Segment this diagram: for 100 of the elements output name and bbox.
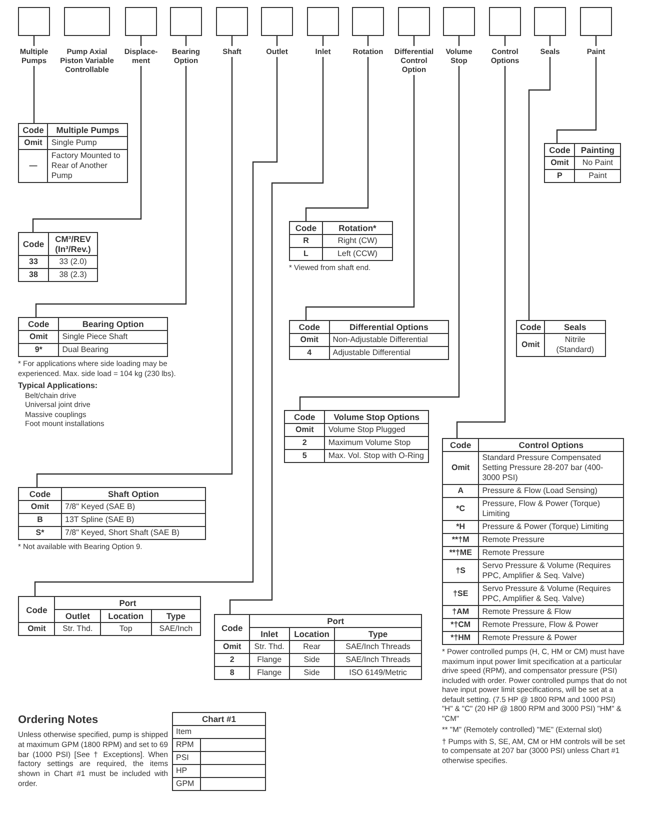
table-cell: Omit (18, 500, 62, 514)
option-table (18, 123, 128, 183)
header-cell: Code (214, 614, 250, 640)
table-cell: Omit (18, 622, 55, 636)
table-cell: HP (172, 764, 200, 778)
leader-line (32, 36, 142, 232)
table-cell: Item (172, 726, 266, 738)
leader-line (305, 36, 415, 320)
table-cell: Side (289, 654, 335, 666)
table-cell: Remote Pressure (478, 534, 624, 546)
header-cell: Code (18, 318, 59, 330)
header-cell: Code (290, 320, 330, 334)
header-cell: Painting (574, 144, 620, 156)
table-cell: Pressure & Flow (Load Sensing) (478, 484, 624, 498)
table-cell: — (18, 150, 48, 182)
option-table (442, 438, 624, 645)
leader-line (229, 36, 324, 614)
table-cell: 2 (214, 654, 250, 666)
table-cell: Omit (18, 330, 59, 344)
table-cell: Right (CW) (322, 234, 392, 248)
table-cell: SAE/Inch Threads (334, 654, 422, 666)
table-cell: **†ME (442, 546, 479, 560)
header-cell: Type (334, 628, 422, 640)
table-cell: Omit (516, 334, 545, 356)
table-cell: Single Piece Shaft (58, 330, 168, 344)
code-box (307, 7, 339, 36)
header-cell: Code (18, 124, 48, 136)
header-cell: Bearing Option (58, 318, 168, 330)
table-cell: Omit (544, 156, 575, 170)
option-table (516, 320, 606, 357)
table-cell: ISO 6149/Metric (334, 666, 422, 680)
option-table (18, 596, 201, 636)
table-cell: Omit (284, 424, 325, 436)
code-box (64, 7, 110, 36)
table-cell: 38 (18, 268, 49, 282)
header-cell: Shaft Option (62, 488, 206, 500)
code-box (534, 7, 566, 36)
table-cell: 13T Spline (SAE B) (62, 514, 206, 526)
code-box (443, 7, 475, 36)
header-cell: Differential Options (329, 320, 448, 334)
table-cell: Single Pump (48, 136, 128, 150)
section-heading: Ordering Notes (18, 714, 100, 726)
table-cell: Top (100, 622, 152, 636)
table-cell: L (290, 248, 322, 260)
leader-line (528, 36, 551, 320)
table-cell: GPM (172, 778, 200, 790)
table-cell: No Paint (574, 156, 620, 170)
table-cell: Omit (290, 334, 330, 346)
table-cell: Flange (250, 654, 290, 666)
code-box (261, 7, 293, 36)
code-box (216, 7, 248, 36)
header-cell: Chart #1 (172, 712, 266, 726)
header-cell: Rotation* (322, 222, 392, 234)
table-cell: **†M (442, 534, 479, 546)
header-cell: Volume Stop Options (324, 410, 428, 424)
leader-line (35, 36, 187, 317)
table-cell: 2 (284, 436, 325, 450)
table-cell: Str. Thd. (54, 622, 100, 636)
table-cell: Maximum Volume Stop (324, 436, 428, 450)
header-cell: Type (151, 610, 200, 622)
leader-line (456, 36, 506, 438)
header-cell: Location (289, 628, 335, 640)
table-cell: 5 (284, 450, 325, 462)
table-cell: RPM (172, 738, 200, 752)
table-cell: Remote Pressure, Flow & Power (478, 618, 624, 632)
code-box (580, 7, 612, 36)
leader-line (36, 36, 233, 487)
table-cell: SAE/Inch Threads (334, 640, 422, 654)
code-box (489, 7, 521, 36)
leader-line (305, 36, 369, 221)
leader-line (34, 36, 278, 596)
header-cell: Port (250, 614, 422, 628)
table-cell: Dual Bearing (58, 344, 168, 356)
header-cell: Code (516, 320, 545, 334)
table-cell: Max. Vol. Stop with O-Ring (324, 450, 428, 462)
code-box (352, 7, 384, 36)
table-cell: Omit (214, 640, 250, 654)
table-cell: Pressure, Flow & Power (Torque) Limiting (478, 498, 624, 520)
header-cell: Seals (544, 320, 606, 334)
header-cell: Code (18, 488, 62, 500)
table-cell: 33 (18, 256, 49, 268)
option-table (544, 143, 621, 183)
option-table (172, 712, 266, 791)
table-cell: 8 (214, 666, 250, 680)
header-cell: Code (284, 410, 325, 424)
table-cell: B (18, 514, 62, 526)
option-table (289, 221, 393, 261)
option-table (18, 232, 98, 282)
table-cell: 7/8" Keyed (SAE B) (62, 500, 206, 514)
table-cell: Paint (574, 170, 620, 182)
table-cell: Volume Stop Plugged (324, 424, 428, 436)
table-cell: 38 (2.3) (48, 268, 98, 282)
table-cell: Left (CCW) (322, 248, 392, 260)
table-cell: R (290, 234, 322, 248)
table-cell: Non-Adjustable Differential (329, 334, 448, 346)
table-cell: Omit (18, 136, 48, 150)
leader-line (299, 36, 460, 410)
table-cell: †S (442, 560, 479, 582)
code-box (18, 7, 50, 36)
table-cell: Pressure & Power (Torque) Limiting (478, 520, 624, 534)
